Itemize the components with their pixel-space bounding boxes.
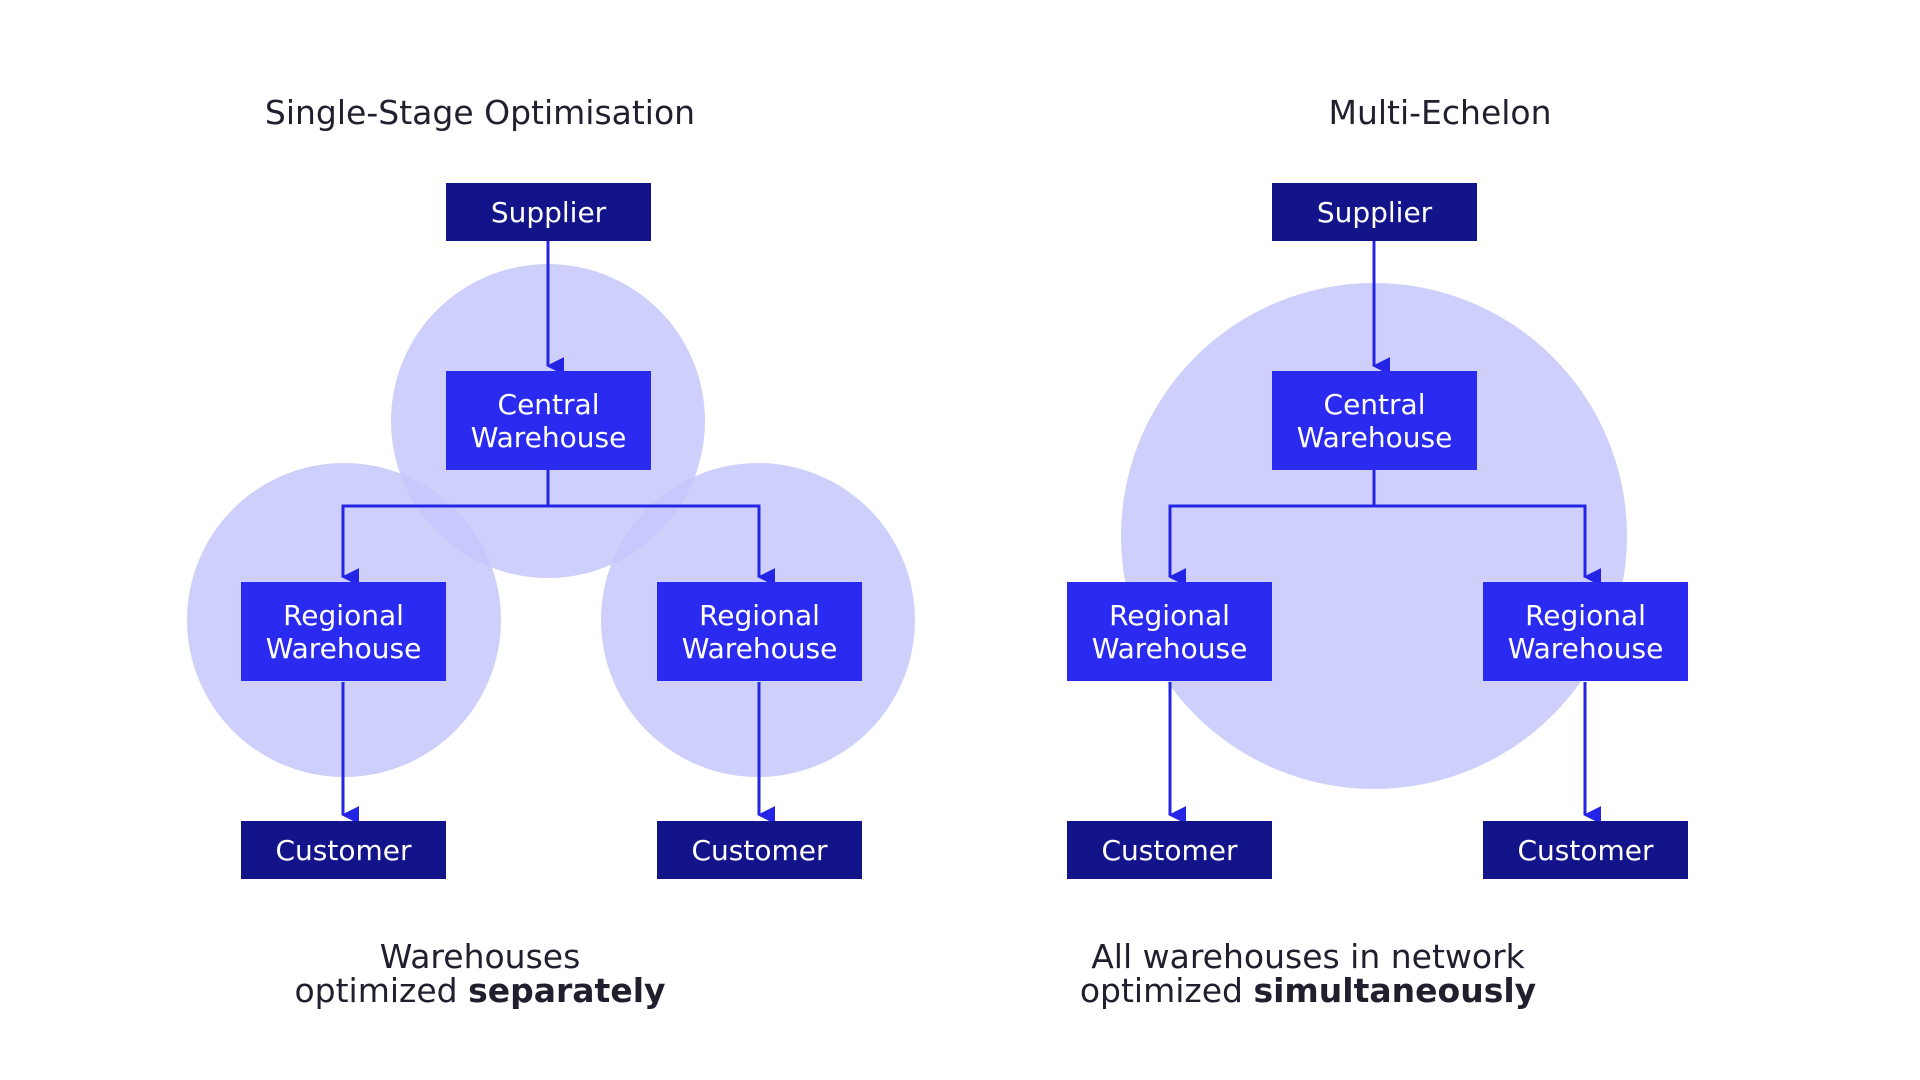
regional-warehouse-node-1: Regional Warehouse — [1067, 582, 1272, 681]
caption-line-2: optimized simultaneously — [828, 974, 1788, 1008]
caption-line-1: All warehouses in network — [1091, 937, 1525, 976]
customer-node-2: Customer — [1483, 821, 1688, 879]
caption-prefix: optimized — [1079, 971, 1243, 1010]
regional-warehouse-node-2: Regional Warehouse — [1483, 582, 1688, 681]
multi-echelon-panel: Multi-Echelon Supplier Central Warehouse… — [960, 0, 1920, 1080]
central-warehouse-node: Central Warehouse — [446, 371, 651, 470]
central-to-regional-2-connector — [1374, 504, 1602, 586]
single-stage-panel: Single-Stage Optimisation Supplier Centr… — [0, 93, 960, 1008]
regional-warehouse-node-2: Regional Warehouse — [657, 582, 862, 681]
single-stage-diagram-graphics — [187, 240, 915, 824]
multi-echelon-caption: All warehouses in network optimized simu… — [828, 940, 1788, 1008]
caption-emphasis: simultaneously — [1253, 971, 1537, 1010]
supplier-node: Supplier — [1272, 183, 1477, 241]
customer-node-2: Customer — [657, 821, 862, 879]
central-to-regional-connector — [341, 470, 550, 586]
single-stage-title: Single-Stage Optimisation — [264, 93, 696, 132]
caption-line-1: Warehouses — [379, 937, 581, 976]
multi-echelon-title: Multi-Echelon — [1328, 93, 1552, 132]
single-stage-caption: Warehouses optimized separately — [0, 940, 960, 1008]
central-to-regional-connector — [1168, 470, 1376, 586]
caption-emphasis: separately — [468, 971, 666, 1010]
regional-warehouse-node-1: Regional Warehouse — [241, 582, 446, 681]
customer-node-1: Customer — [241, 821, 446, 879]
multi-echelon-diagram-graphics — [1121, 240, 1627, 824]
supplier-node: Supplier — [446, 183, 651, 241]
central-warehouse-node: Central Warehouse — [1272, 371, 1477, 470]
central-to-regional-2-connector — [548, 504, 776, 586]
caption-prefix: optimized — [294, 971, 458, 1010]
caption-line-2: optimized separately — [0, 974, 960, 1008]
customer-node-1: Customer — [1067, 821, 1272, 879]
